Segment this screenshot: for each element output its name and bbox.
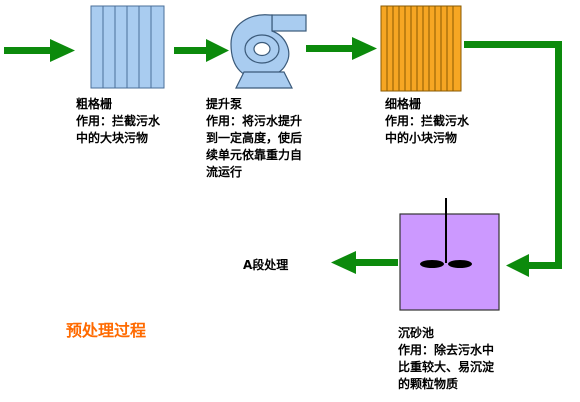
fine-screen-name: 细格栅 <box>385 97 422 111</box>
grit-to-a-stage-arrow <box>331 251 398 274</box>
grit-chamber-icon <box>399 198 500 311</box>
grit-chamber-desc-3: 的颗粒物质 <box>398 377 459 391</box>
pump-to-fine-screen-arrow <box>306 37 377 60</box>
coarse-screen-label: 粗格栅 作用：拦截污水 中的大块污物 <box>76 96 160 147</box>
lift-pump-desc-3: 续单元依靠重力自 <box>206 148 303 162</box>
inlet-arrow <box>4 39 75 62</box>
diagram-title: 预处理过程 <box>66 321 147 340</box>
lift-pump-icon <box>230 14 307 89</box>
fine-screen-desc-2: 中的小块污物 <box>385 131 458 145</box>
screen-to-pump-arrow <box>174 39 229 62</box>
grit-chamber-name: 沉砂池 <box>398 326 435 340</box>
coarse-screen-desc-2: 中的大块污物 <box>76 131 149 145</box>
coarse-screen-desc-1: 作用：拦截污水 <box>76 114 161 128</box>
grit-chamber-label: 沉砂池 作用：除去污水中 比重较大、易沉淀 的颗粒物质 <box>398 325 494 393</box>
grit-chamber-desc-1: 作用：除去污水中 <box>398 343 495 357</box>
fine-screen-label: 细格栅 作用：拦截污水 中的小块污物 <box>385 96 469 147</box>
lift-pump-name: 提升泵 <box>206 97 243 111</box>
lift-pump-label: 提升泵 作用：将污水提升 到一定高度，使后 续单元依靠重力自 流运行 <box>206 96 302 181</box>
next-stage-label: A段处理 <box>243 258 289 272</box>
coarse-screen-icon <box>90 5 165 89</box>
lift-pump-desc-1: 作用：将污水提升 <box>206 114 303 128</box>
lift-pump-desc-2: 到一定高度，使后 <box>206 131 303 145</box>
fine-screen-desc-1: 作用：拦截污水 <box>385 114 470 128</box>
coarse-screen-name: 粗格栅 <box>76 97 113 111</box>
grit-chamber-desc-2: 比重较大、易沉淀 <box>398 360 495 374</box>
fine-screen-icon <box>380 5 462 92</box>
flow-arrows <box>4 37 562 277</box>
fine-screen-to-grit-chamber-arrow <box>464 41 562 277</box>
lift-pump-desc-4: 流运行 <box>206 165 243 179</box>
